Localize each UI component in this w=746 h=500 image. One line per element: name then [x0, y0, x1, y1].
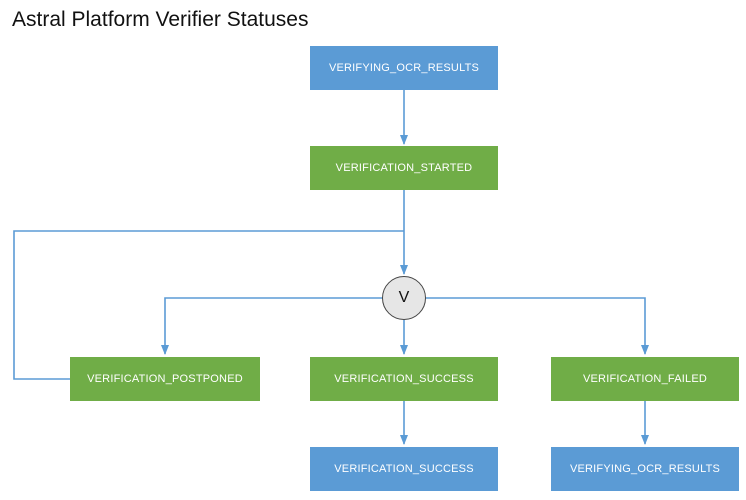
node-verification-success-result: VERIFICATION_SUCCESS [310, 447, 498, 491]
node-label: VERIFICATION_FAILED [582, 373, 707, 385]
decision-gate: V [382, 276, 426, 320]
connector-postponed-loop [13, 230, 404, 380]
node-verifying-ocr-results-top: VERIFYING_OCR_RESULTS [310, 46, 498, 90]
connector-gate-to-failed [426, 297, 649, 355]
node-verification-failed: VERIFICATION_FAILED [551, 357, 739, 401]
node-label: VERIFYING_OCR_RESULTS [569, 463, 721, 475]
node-label: VERIFICATION_POSTPONED [87, 373, 243, 385]
node-label: VERIFYING_OCR_RESULTS [328, 62, 480, 74]
node-verification-started: VERIFICATION_STARTED [310, 146, 498, 190]
node-verification-success: VERIFICATION_SUCCESS [310, 357, 498, 401]
diagram-title: Astral Platform Verifier Statuses [12, 8, 309, 31]
connector-gate-to-postponed [161, 297, 382, 355]
node-label: VERIFICATION_SUCCESS [334, 463, 474, 475]
node-verification-postponed: VERIFICATION_POSTPONED [70, 357, 260, 401]
node-label: VERIFICATION_STARTED [335, 162, 473, 174]
node-label: VERIFICATION_SUCCESS [334, 373, 474, 385]
gate-label: V [398, 289, 410, 306]
node-verifying-ocr-results-bottom: VERIFYING_OCR_RESULTS [551, 447, 739, 491]
